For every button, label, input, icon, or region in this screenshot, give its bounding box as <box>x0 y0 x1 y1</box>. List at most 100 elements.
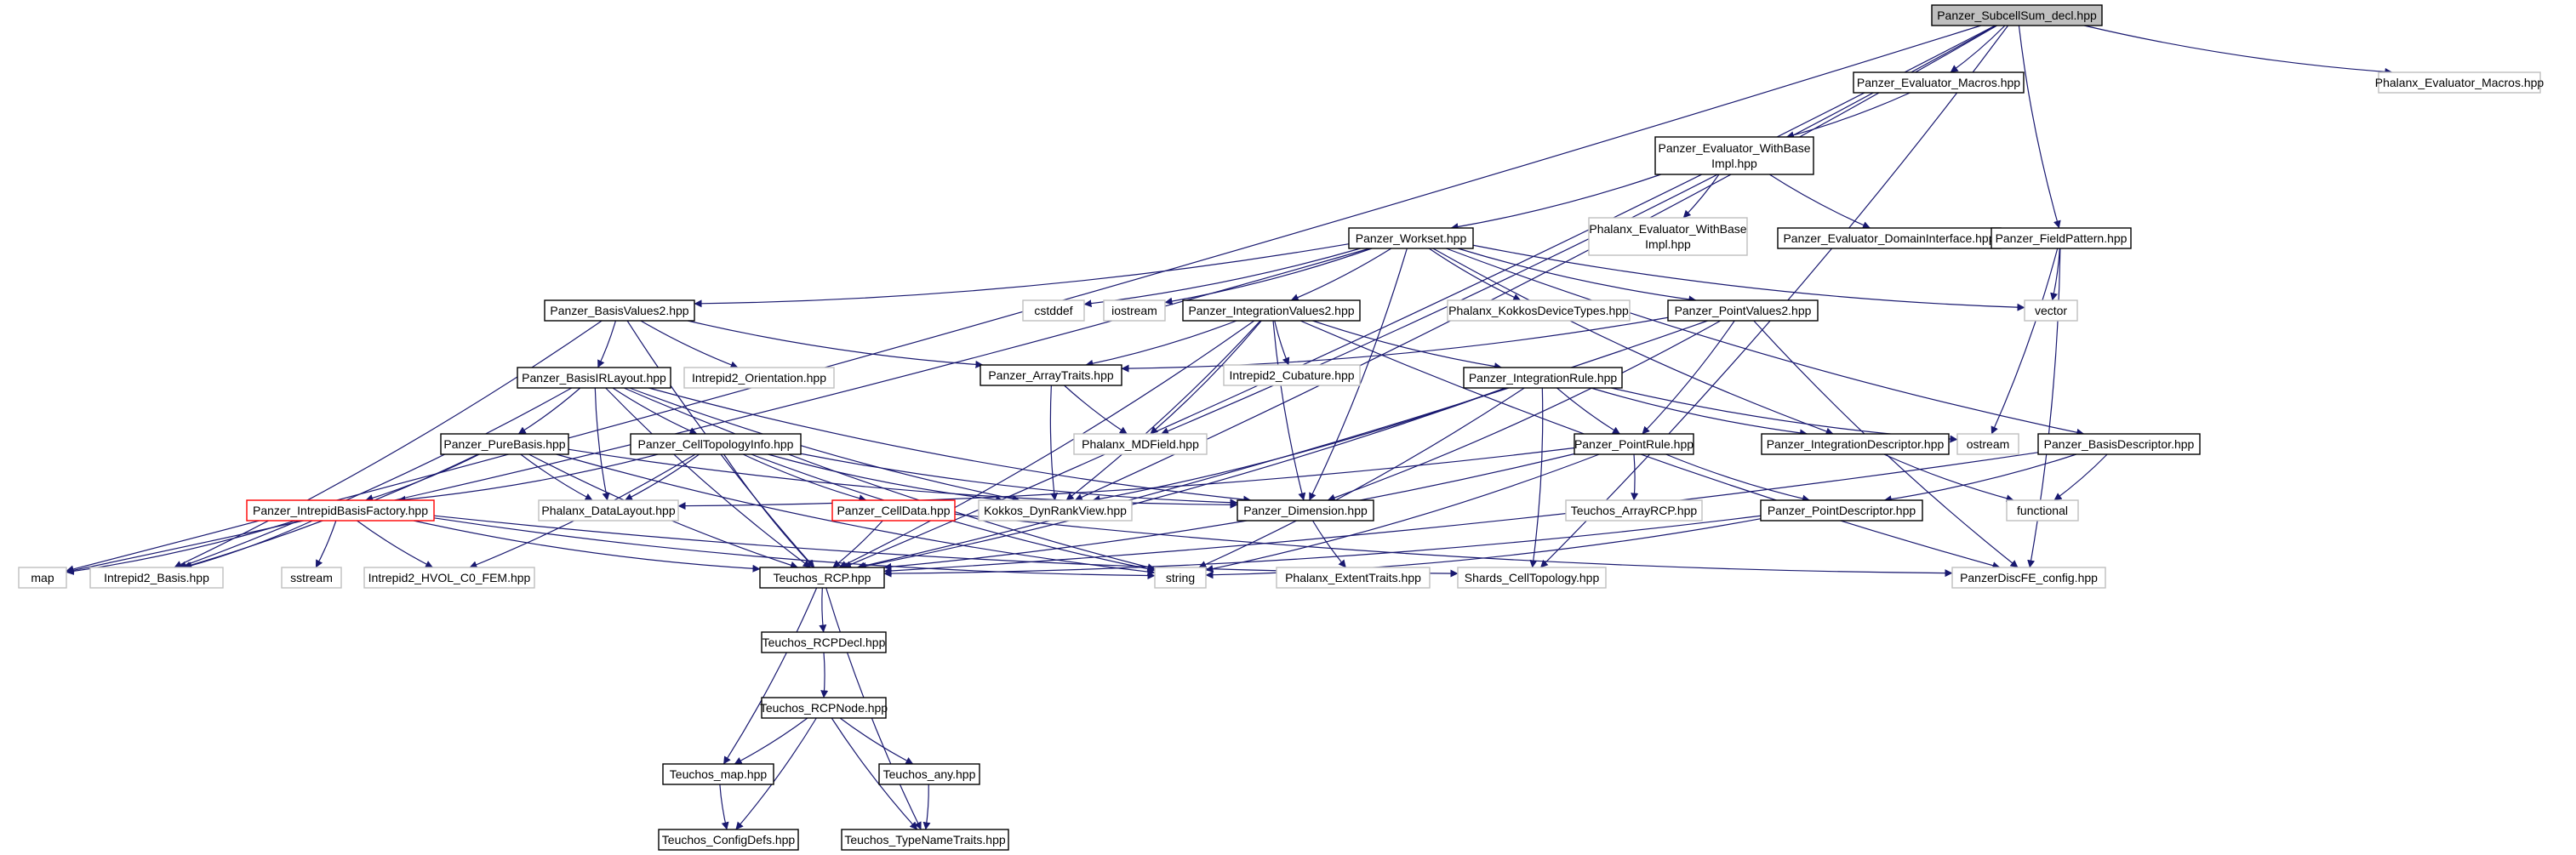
node-teuchosAny[interactable]: Teuchos_any.hpp <box>878 763 980 785</box>
edge-pointDescriptor-to-teuchosRCP <box>883 515 1762 578</box>
node-intRule[interactable]: Panzer_IntegrationRule.hpp <box>1463 367 1623 389</box>
node-label: Intrepid2_Basis.hpp <box>104 571 209 584</box>
edge-basisDescriptor-to-teuchosRCP <box>883 452 2039 575</box>
node-root[interactable]: Panzer_SubcellSum_decl.hpp <box>1931 4 2103 26</box>
node-phxEvalMacros[interactable]: Phalanx_Evaluator_Macros.hpp <box>2375 71 2545 94</box>
node-intValues2[interactable]: Panzer_IntegrationValues2.hpp <box>1182 299 1361 322</box>
node-basisValues2[interactable]: Panzer_BasisValues2.hpp <box>544 299 695 322</box>
node-intrepidFactory[interactable]: Panzer_IntrepidBasisFactory.hpp <box>246 499 435 522</box>
edge-rcpNode-to-typeNameTraits <box>831 717 918 830</box>
edge-workset-to-iostream <box>1164 248 1373 305</box>
edge-intRule-to-teuchosRCP <box>858 387 1506 570</box>
node-label: vector <box>2035 304 2067 317</box>
node-phxKokkosDev[interactable]: Phalanx_KokkosDeviceTypes.hpp <box>1447 299 1631 322</box>
edge-pureBasis-to-dimension <box>568 448 1238 509</box>
node-rcpNode[interactable]: Teuchos_RCPNode.hpp <box>760 697 888 719</box>
node-i2Cubature[interactable]: Intrepid2_Cubature.hpp <box>1223 364 1361 386</box>
node-label: Teuchos_RCPDecl.hpp <box>763 636 886 649</box>
node-box <box>683 367 835 389</box>
node-box <box>2024 299 2078 322</box>
edge-intRule-to-ostream <box>1611 387 1958 443</box>
edge-basisIRLayout-to-i2Basis <box>178 387 573 569</box>
node-iostream[interactable]: iostream <box>1103 299 1166 322</box>
node-cellData[interactable]: Panzer_CellData.hpp <box>831 499 956 522</box>
node-arrayTraits[interactable]: Panzer_ArrayTraits.hpp <box>980 364 1122 386</box>
node-rcpDecl[interactable]: Teuchos_RCPDecl.hpp <box>761 631 887 653</box>
edge-intRule-to-kokkosDynRank <box>1092 387 1506 503</box>
edge-basisIRLayout-to-teuchosRCP <box>605 387 811 568</box>
node-label: Panzer_SubcellSum_decl.hpp <box>1937 9 2097 22</box>
node-basisIRLayout[interactable]: Panzer_BasisIRLayout.hpp <box>517 367 671 389</box>
node-phxExtent[interactable]: Phalanx_ExtentTraits.hpp <box>1276 567 1431 589</box>
node-pointDescriptor[interactable]: Panzer_PointDescriptor.hpp <box>1760 499 1923 522</box>
node-ostream[interactable]: ostream <box>1956 433 2019 455</box>
node-pointRule[interactable]: Panzer_PointRule.hpp <box>1574 433 1694 455</box>
edge-pointRule-to-phxDataLayout <box>677 447 1575 510</box>
node-basisDescriptor[interactable]: Panzer_BasisDescriptor.hpp <box>2037 433 2201 455</box>
node-label: Phalanx_Evaluator_WithBase <box>1589 222 1746 236</box>
node-label: Phalanx_Evaluator_Macros.hpp <box>2375 76 2545 89</box>
edge-rcpNode-to-configDefs <box>735 717 817 830</box>
node-box <box>2037 433 2201 455</box>
node-i2Basis[interactable]: Intrepid2_Basis.hpp <box>89 567 224 589</box>
edge-cellTopoInfo-to-teuchosRCP <box>723 453 814 568</box>
node-box <box>1154 567 1207 589</box>
node-dimension[interactable]: Panzer_Dimension.hpp <box>1237 499 1374 522</box>
node-string[interactable]: string <box>1154 567 1207 589</box>
edge-intValues2-to-i2Cubature <box>1274 320 1290 366</box>
edge-intrepidFactory-to-sstream <box>315 520 337 568</box>
edge-workset-to-pointValues2 <box>1457 248 1697 304</box>
node-configDefs[interactable]: Teuchos_ConfigDefs.hpp <box>658 829 799 851</box>
node-teuchosArrayRCP[interactable]: Teuchos_ArrayRCP.hpp <box>1565 499 1703 522</box>
node-pointValues2[interactable]: Panzer_PointValues2.hpp <box>1667 299 1819 322</box>
edge-intValues2-to-dimension <box>1272 320 1306 501</box>
node-kokkosDynRank[interactable]: Kokkos_DynRankView.hpp <box>978 499 1133 522</box>
node-sstream[interactable]: sstream <box>281 567 342 589</box>
node-box <box>1588 217 1748 256</box>
node-label: Phalanx_KokkosDeviceTypes.hpp <box>1448 304 1629 317</box>
edge-basisIRLayout-to-kokkosDynRank <box>629 387 1020 503</box>
node-cellTopoInfo[interactable]: Panzer_CellTopologyInfo.hpp <box>630 433 802 455</box>
edge-workset-to-basisValues2 <box>694 243 1350 308</box>
node-pureBasis[interactable]: Panzer_PureBasis.hpp <box>440 433 569 455</box>
edge-intValues2-to-discFEConfig <box>1299 320 2001 570</box>
node-box <box>1667 299 1819 322</box>
node-box <box>1276 567 1431 589</box>
node-i2Orientation[interactable]: Intrepid2_Orientation.hpp <box>683 367 835 389</box>
node-map[interactable]: map <box>18 567 67 589</box>
edge-intRule-to-shardsTopo <box>1529 387 1544 568</box>
node-evalDomain[interactable]: Panzer_Evaluator_DomainInterface.hpp <box>1777 227 2002 249</box>
edge-fieldPattern-to-discFEConfig <box>2027 248 2061 568</box>
edge-workset-to-basisDescriptor <box>1446 248 2085 436</box>
node-label: ostream <box>1967 437 2010 451</box>
node-functional[interactable]: functional <box>2006 499 2079 522</box>
node-fieldPattern[interactable]: Panzer_FieldPattern.hpp <box>1991 227 2132 249</box>
node-workset[interactable]: Panzer_Workset.hpp <box>1348 227 1474 249</box>
node-shardsTopo[interactable]: Shards_CellTopology.hpp <box>1457 567 1607 589</box>
node-phxMDField[interactable]: Phalanx_MDField.hpp <box>1073 433 1208 455</box>
node-i2HVOL[interactable]: Intrepid2_HVOL_C0_FEM.hpp <box>363 567 535 589</box>
node-label: Panzer_Evaluator_Macros.hpp <box>1857 76 2020 89</box>
node-teuchosMap[interactable]: Teuchos_map.hpp <box>662 763 774 785</box>
node-vector[interactable]: vector <box>2024 299 2078 322</box>
edge-layer <box>66 25 2393 830</box>
edge-pointValues2-to-dimension <box>1327 320 1722 502</box>
node-label: map <box>31 571 54 584</box>
edge-teuchosRCP-to-rcpDecl <box>819 587 827 633</box>
edge-dimension-to-phxExtent <box>1311 520 1346 568</box>
node-evalMacros[interactable]: Panzer_Evaluator_Macros.hpp <box>1853 71 2025 94</box>
node-label: Panzer_Dimension.hpp <box>1243 504 1368 517</box>
edge-basisValues2-to-basisIRLayout <box>597 320 617 368</box>
node-cstddef[interactable]: cstddef <box>1022 299 1085 322</box>
node-teuchosRCP[interactable]: Teuchos_RCP.hpp <box>759 567 885 589</box>
node-phxDataLayout[interactable]: Phalanx_DataLayout.hpp <box>538 499 679 522</box>
node-label: Teuchos_TypeNameTraits.hpp <box>844 833 1006 846</box>
edge-pureBasis-to-string <box>556 453 1156 576</box>
node-box <box>1853 71 2025 94</box>
node-typeNameTraits[interactable]: Teuchos_TypeNameTraits.hpp <box>841 829 1009 851</box>
node-discFEConfig[interactable]: PanzerDiscFE_config.hpp <box>1951 567 2106 589</box>
node-intDescriptor[interactable]: Panzer_IntegrationDescriptor.hpp <box>1761 433 1950 455</box>
edge-intRule-to-string <box>1198 387 1525 568</box>
